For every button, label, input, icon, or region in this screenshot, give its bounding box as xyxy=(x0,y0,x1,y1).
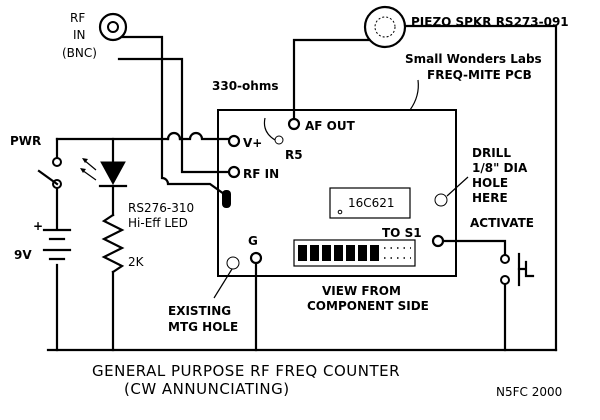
rf-in-label-2: IN xyxy=(73,28,86,42)
battery-label: 9V xyxy=(14,248,32,262)
pcb-label-1: Small Wonders Labs xyxy=(405,52,542,66)
r5-marker xyxy=(274,135,284,145)
wire-to-s1 xyxy=(436,239,507,257)
led-arrow-2-head xyxy=(80,168,86,173)
existing-mtg-hole xyxy=(226,256,240,270)
resistor-2k-label: 2K xyxy=(128,255,145,269)
wire-rf-outer xyxy=(111,35,226,196)
to-s1-label: TO S1 xyxy=(382,226,422,240)
mtg-label-1: EXISTING xyxy=(168,304,231,318)
mtg-leader xyxy=(213,268,233,299)
led-arrow-1 xyxy=(83,159,97,171)
g-pad xyxy=(249,251,263,265)
chip-pin1-dot xyxy=(337,209,343,215)
bnc-connector-inner xyxy=(107,21,119,33)
header-pin-1 xyxy=(298,245,307,261)
piezo-label: PIEZO SPKR RS273-091 xyxy=(411,15,569,29)
pwr-label: PWR xyxy=(10,134,41,148)
battery-plus-label: + xyxy=(33,219,43,233)
led-label-2: Hi-Eff LED xyxy=(128,216,188,230)
led-label-1: RS276-310 xyxy=(128,201,194,215)
activate-switch-plunger xyxy=(517,260,535,278)
drill-hole xyxy=(434,193,448,207)
chip-16c621 xyxy=(329,187,411,219)
chip-label: 16C621 xyxy=(348,196,395,210)
af-out-label: AF OUT xyxy=(305,119,356,133)
title-line-2: (CW ANNUNCIATING) xyxy=(124,380,290,398)
header-pin-6 xyxy=(358,245,367,261)
v-plus-pad xyxy=(227,134,241,148)
led-arrow-2 xyxy=(81,169,97,181)
rf-in-pad-label: RF IN xyxy=(243,167,279,181)
pcb-label-leader xyxy=(409,79,419,111)
title-line-1: GENERAL PURPOSE RF FREQ COUNTER xyxy=(92,362,400,380)
rf-coupling-cap xyxy=(222,190,231,208)
to-s1-pad xyxy=(431,234,445,248)
activate-switch-contact-bottom xyxy=(500,275,510,285)
led-triangle xyxy=(100,161,126,186)
pwr-switch-lever xyxy=(37,169,59,186)
g-label: G xyxy=(248,234,258,248)
rf-in-label-1: RF xyxy=(70,11,85,25)
r5-leader xyxy=(263,117,276,141)
wire-rf-inner xyxy=(117,57,234,174)
view-label-2: COMPONENT SIDE xyxy=(307,299,429,313)
credit-label: N5FC 2000 xyxy=(496,385,562,399)
pcb-label-2: FREQ-MITE PCB xyxy=(427,68,532,82)
rf-in-label-3: (BNC) xyxy=(62,46,97,60)
wire-pwr-hump xyxy=(166,131,182,141)
resistor-value-label: 330-ohms xyxy=(212,79,278,93)
led-arrow-1-head xyxy=(82,158,88,163)
mtg-label-2: MTG HOLE xyxy=(168,320,238,334)
header-pin-5 xyxy=(346,245,355,261)
drill-label-3: HOLE xyxy=(472,176,508,190)
header-pin-2 xyxy=(310,245,319,261)
v-plus-label: V+ xyxy=(243,136,262,150)
drill-leader xyxy=(446,176,469,197)
wire-piezo-right xyxy=(398,24,558,352)
header-pin-4 xyxy=(334,245,343,261)
activate-label: ACTIVATE xyxy=(470,216,534,230)
header-pin-7 xyxy=(370,245,379,261)
r5-label: R5 xyxy=(285,148,303,162)
drill-label-1: DRILL xyxy=(472,146,511,160)
drill-label-2: 1/8" DIA xyxy=(472,161,528,175)
header-pin-3 xyxy=(322,245,331,261)
wire-piezo-af xyxy=(292,38,372,126)
rf-in-pad-circle xyxy=(227,165,241,179)
activate-switch-contact-top xyxy=(500,254,510,264)
resistor-2k xyxy=(101,213,125,274)
wire-pwr-to-vplus xyxy=(178,131,234,141)
pwr-switch-contact-top xyxy=(52,157,62,167)
view-label-1: VIEW FROM xyxy=(322,284,401,298)
drill-label-4: HERE xyxy=(472,191,508,205)
piezo-speaker-inner xyxy=(374,16,396,38)
af-out-pad xyxy=(287,117,301,131)
